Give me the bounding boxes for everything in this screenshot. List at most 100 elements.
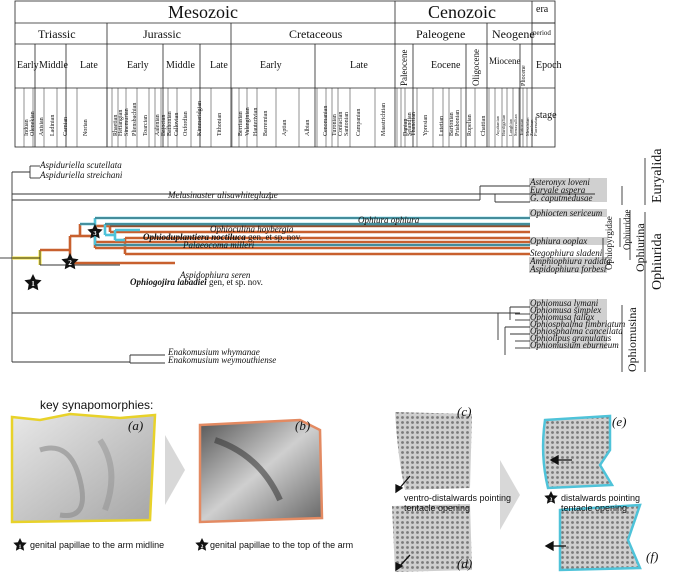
taxon-name: Ophiosphalma cancellata (530, 326, 623, 336)
taxon-name: Ophiomusa fallax (530, 312, 595, 322)
extant-highlight (529, 186, 607, 194)
taxon-name: Ophiura ophiura (358, 215, 420, 225)
caption-star-2-number: 2 (201, 544, 204, 550)
stage-label: Sinemurian (124, 108, 130, 136)
taxon-label: G. caputmedusae (530, 193, 593, 203)
panel-f-photo (558, 503, 642, 572)
caption-star-3 (544, 491, 558, 504)
stage-label: Aquitanian (495, 116, 500, 136)
taxon-name: Enakomusium weymouthiense (168, 355, 277, 365)
period-cretaceous: Cretaceous (289, 27, 343, 41)
extant-highlight (529, 237, 607, 245)
taxon-name: Ophiocten sericeum (530, 208, 603, 218)
taxon-label: Ophiocten sericeum (530, 208, 602, 218)
taxon-label: Palaeocoma milleri (183, 240, 254, 250)
epoch-middle-triassic: Middle (39, 60, 68, 71)
stage-label: Tithonian (217, 112, 223, 136)
epoch-miocene: Miocene (489, 56, 521, 66)
taxon-name: Asteronyx loveni (530, 177, 590, 187)
caption-node2: genital papillae to the top of the arm (210, 540, 354, 550)
caption-star-1 (13, 538, 27, 551)
period-jurassic: Jurassic (143, 27, 181, 41)
node-star-1-number: 1 (31, 280, 35, 288)
taxon-name: Aspiduriella scutellata (40, 160, 122, 170)
taxon-label: Ophiogojira labadiei gen, et sp. nov. (130, 277, 263, 287)
stage-label: Bathonian (167, 111, 173, 136)
taxon-name: Melusinaster alisawhiteglazae (168, 190, 278, 200)
stage-label: Anisian (39, 117, 45, 136)
caption-node1: genital papillae to the arm midline (30, 540, 165, 550)
taxon-name: Ophiomusa simplex (530, 305, 602, 315)
stage-label: Lutetian (439, 116, 445, 136)
panel-b-photo (198, 418, 324, 524)
panel-a-letter: (a) (128, 418, 144, 433)
extant-highlight (529, 257, 607, 265)
node-star-3-number: 3 (93, 230, 96, 237)
taxon-name: Ophiomusium eburneum (530, 340, 619, 350)
clade-ophiuridae: Ophiuridae (622, 209, 632, 251)
stage-label: Serravallian (513, 114, 518, 136)
extant-highlight (529, 265, 607, 273)
epoch-late-jurassic: Late (210, 60, 228, 71)
stage-label: Thanetian (411, 112, 417, 136)
taxon-label: Ophiolipus granulatus (530, 333, 611, 343)
stage-label: Barremian (263, 110, 269, 136)
taxon-suffix: gen, et sp. nov. (245, 232, 302, 242)
row-label-period: period (533, 29, 551, 37)
taxon-label: Ophiomusa simplex (530, 305, 601, 315)
stage-label: Pliensbachian (132, 102, 138, 136)
taxon-label: Ophiura ophiura (358, 215, 419, 225)
taxon-name: Euryale aspera (530, 185, 586, 195)
panel-a-photo (10, 412, 157, 524)
clade-ophiurida: Ophiurida (650, 233, 665, 290)
stage-label: Chattian (481, 115, 487, 136)
stage-label: Olenekian (30, 111, 36, 136)
era-mesozoic: Mesozoic (168, 2, 238, 22)
taxon-label: Ophioduplantiera noctiluca gen, et sp. n… (143, 232, 302, 242)
epoch-oligocene: Oligocene (471, 49, 481, 86)
row-label-era: era (536, 4, 549, 15)
extant-highlight (529, 178, 607, 186)
extant-highlight (529, 341, 607, 349)
panel-c-letter: (c) (457, 404, 472, 419)
synapomorphies-heading: key synapomorphies: (40, 398, 154, 412)
period-paleogene: Paleogene (416, 27, 466, 41)
stage-label: Albian (305, 119, 311, 136)
taxon-name: Enakomusium whymanae (168, 347, 260, 357)
taxon-name: Aspidophiura forbesi (530, 264, 607, 274)
taxon-name: Ophiolipus granulatus (530, 333, 612, 343)
taxon-name: G. caputmedusae (530, 193, 593, 203)
stage-label: Carnian (63, 117, 69, 136)
stage-label: Rupelian (467, 114, 473, 136)
stage-label: Cenomanian (323, 105, 329, 136)
taxon-name: Ophioduplantiera noctiluca (143, 232, 246, 242)
period-neogene: Neogene (492, 27, 535, 41)
taxon-label: Ophiomusium eburneum (530, 340, 619, 350)
clade-ophiomusina: Ophiomusina (625, 307, 639, 372)
period-triassic: Triassic (38, 27, 76, 41)
stage-label: Kimmeridgian (197, 101, 203, 136)
taxon-name: Amphiophiura radiata (530, 256, 611, 266)
taxon-label: Enakomusium whymanae (168, 347, 260, 357)
caption-node3-line1: distalwards pointing (561, 493, 641, 503)
taxon-suffix: gen, et sp. nov. (206, 277, 263, 287)
taxon-label: Ophiura ooplax (530, 236, 587, 246)
panel-d-photo (392, 504, 472, 572)
caption-star-2 (195, 538, 209, 551)
taxon-label: Enakomusium weymouthiense (168, 355, 276, 365)
taxon-name: Aspiduriella streichani (40, 170, 123, 180)
taxon-label: Ophioculina hoybergia (210, 224, 293, 234)
stage-label: Campanian (356, 108, 362, 136)
epoch-paleocene: Paleocene (399, 49, 409, 86)
row-label-epoch: Epoch (536, 60, 562, 71)
stage-label: Hauterivian (253, 107, 259, 136)
era-cenozoic: Cenozoic (428, 2, 496, 22)
epoch-early-jurassic: Early (127, 60, 149, 71)
taxon-label: Aspiduriella streichani (40, 170, 122, 180)
node-star-3 (87, 224, 103, 239)
panel-c-photo (395, 412, 472, 490)
epoch-pliocene: Pliocene (521, 65, 527, 86)
stage-label: Burdigalian (501, 114, 506, 136)
extant-highlight (529, 327, 607, 335)
stage-label: Santonian (344, 112, 350, 136)
